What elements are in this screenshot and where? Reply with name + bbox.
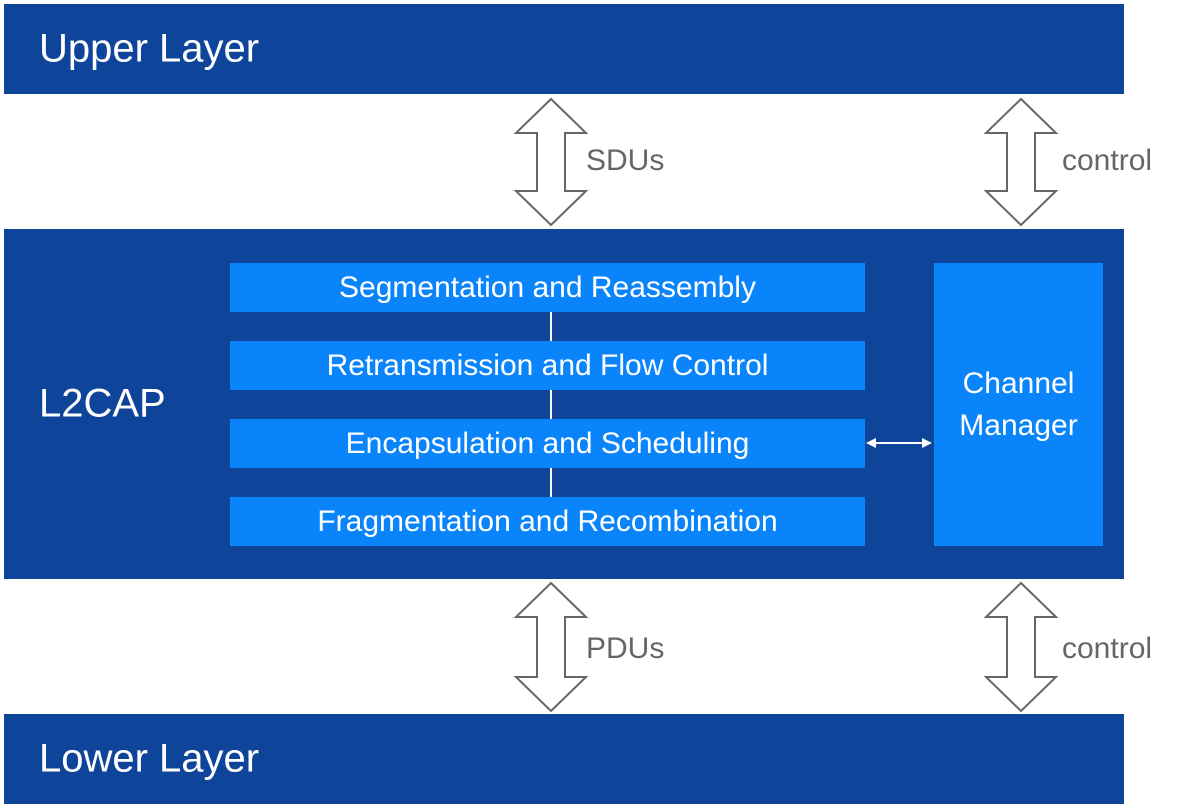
control-lower-double-arrow (983, 581, 1059, 713)
channel-manager-box: Channel Manager (934, 263, 1103, 546)
channel-manager-line2: Manager (959, 408, 1078, 442)
lower-layer-label: Lower Layer (39, 736, 260, 781)
control-upper-label: control (1062, 144, 1153, 177)
function-connector-1 (550, 312, 552, 341)
l2cap-block: L2CAP Segmentation and Reassembly Retran… (4, 229, 1124, 579)
sdus-label: SDUs (586, 144, 665, 177)
segmentation-label: Segmentation and Reassembly (339, 270, 756, 304)
control-upper-double-arrow (983, 97, 1059, 227)
retransmission-label: Retransmission and Flow Control (326, 348, 769, 382)
lower-layer-bar: Lower Layer (4, 714, 1124, 804)
segmentation-box: Segmentation and Reassembly (230, 263, 865, 312)
encapsulation-label: Encapsulation and Scheduling (345, 426, 750, 460)
function-connector-2 (550, 390, 552, 419)
function-connector-3 (550, 468, 552, 497)
encapsulation-box: Encapsulation and Scheduling (230, 419, 865, 468)
control-lower-label: control (1062, 632, 1153, 665)
upper-layer-bar: Upper Layer (4, 4, 1124, 94)
fragmentation-box: Fragmentation and Recombination (230, 497, 865, 546)
pdus-label: PDUs (586, 632, 665, 665)
upper-layer-label: Upper Layer (39, 26, 260, 71)
sdus-double-arrow (513, 97, 589, 227)
channel-manager-line1: Channel (962, 366, 1075, 400)
retransmission-box: Retransmission and Flow Control (230, 341, 865, 390)
l2cap-label: L2CAP (39, 381, 166, 426)
pdus-double-arrow (513, 581, 589, 713)
fragmentation-label: Fragmentation and Recombination (317, 504, 778, 538)
encapsulation-channel-link-arrow (866, 438, 932, 448)
